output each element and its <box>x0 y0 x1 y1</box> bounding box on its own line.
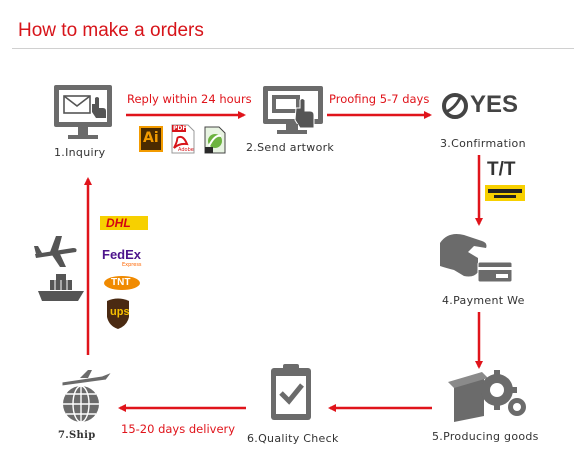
monitor-mail-icon <box>54 85 112 139</box>
ai-file-label: Ai <box>143 130 159 146</box>
clipboard-check-icon <box>271 364 311 420</box>
box-gears-icon <box>448 370 526 422</box>
step-label-quality: 6.Quality Check <box>247 432 339 445</box>
ai-file-icon <box>139 126 163 152</box>
hand-card-icon <box>440 234 513 283</box>
step-label-payment: 4.Payment We <box>442 294 525 307</box>
cargo-ship-icon <box>38 274 84 301</box>
page-title: How to make a orders <box>18 20 204 41</box>
step-label-confirmation: 3.Confirmation <box>440 137 526 150</box>
edge-label-reply: Reply within 24 hours <box>127 92 252 106</box>
step-label-producing: 5.Producing goods <box>432 430 539 443</box>
ups-logo-text: ups <box>110 306 130 318</box>
tnt-logo-text: TNT <box>111 277 131 288</box>
ups-logo <box>107 298 129 329</box>
corel-file-icon <box>204 126 226 154</box>
step-label-ship: 7.Ship <box>58 430 96 441</box>
adobe-label: Adobe <box>178 147 194 153</box>
globe-plane-icon <box>61 370 114 423</box>
tnt-logo <box>104 276 140 290</box>
flow-arrows <box>84 111 483 412</box>
step-label-send-artwork: 2.Send artwork <box>246 141 335 154</box>
dhl-logo-text: DHL <box>106 216 131 230</box>
fedex-logo-text: FedEx <box>102 247 142 262</box>
airplane-icon <box>34 236 77 267</box>
pdf-file-icon <box>171 124 195 154</box>
monitor-hand-icon <box>263 86 323 134</box>
title-divider <box>12 48 574 49</box>
dhl-logo <box>100 216 148 230</box>
western-union-icon <box>485 185 525 201</box>
yes-logo-text: YES <box>470 91 519 118</box>
pdf-file-label: PDF <box>173 125 187 132</box>
tt-label: T/T <box>487 159 516 180</box>
edge-label-proofing: Proofing 5-7 days <box>329 92 430 106</box>
yes-logo-icon <box>442 93 468 119</box>
step-label-inquiry: 1.Inquiry <box>54 146 106 159</box>
fedex-express-text: Express <box>122 262 142 268</box>
edge-label-delivery: 15-20 days delivery <box>121 422 236 436</box>
